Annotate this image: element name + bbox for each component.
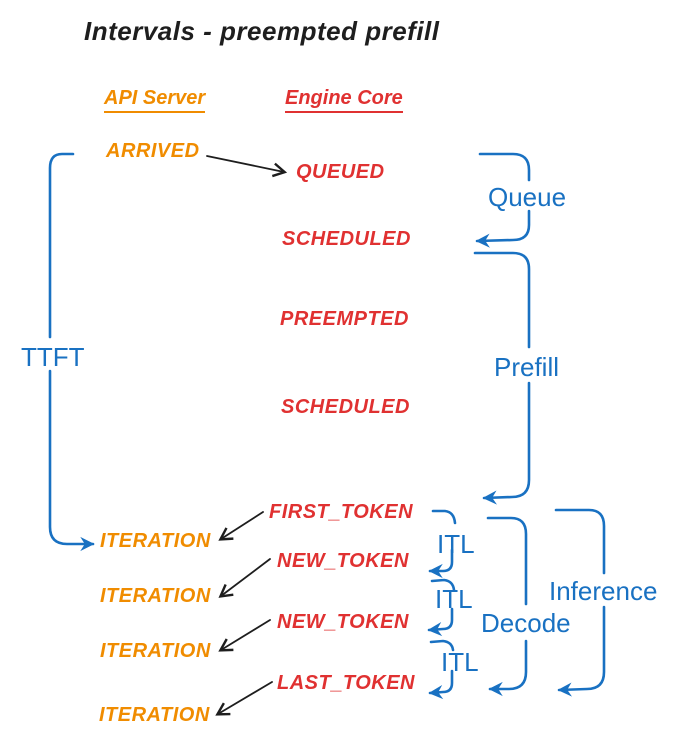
event-first-token: FIRST_TOKEN [269, 501, 414, 523]
queue-bracket-arrow [475, 209, 531, 248]
diagram-title: Intervals - preempted prefill [84, 16, 440, 46]
arrow-arrived-to-queued [206, 155, 288, 178]
arrow-new-token-2-to-iteration [218, 619, 271, 652]
event-new-token-1: NEW_TOKEN [277, 550, 409, 572]
interval-label-decode: Decode [481, 608, 571, 638]
itl-3-bracket-top [429, 639, 455, 652]
ttft-bracket-top [48, 152, 75, 339]
event-new-token-2: NEW_TOKEN [277, 611, 409, 633]
event-iteration-1: ITERATION [100, 530, 211, 552]
event-scheduled-2: SCHEDULED [281, 396, 410, 418]
column-header-engine-core: Engine Core [285, 87, 403, 113]
event-preempted: PREEMPTED [280, 308, 409, 330]
decode-bracket-arrow [488, 639, 528, 697]
decode-bracket-top [486, 516, 528, 606]
event-iteration-4: ITERATION [99, 704, 210, 726]
itl-1-bracket-arrow [428, 548, 454, 579]
column-header-api-server: API Server [104, 87, 206, 113]
itl-2-bracket-top [430, 578, 456, 592]
queue-bracket-top [478, 152, 531, 182]
itl-1-bracket-top [431, 509, 457, 525]
event-arrived: ARRIVED [106, 140, 200, 162]
arrow-first-token-to-iteration [218, 511, 264, 541]
interval-label-itl-3: ITL [441, 647, 479, 677]
itl-3-bracket-arrow [428, 669, 454, 700]
event-scheduled-1: SCHEDULED [282, 228, 411, 250]
interval-label-inference: Inference [549, 576, 658, 606]
event-iteration-2: ITERATION [100, 585, 211, 607]
arrow-last-token-to-iteration [215, 681, 273, 716]
inference-bracket-top [554, 508, 606, 575]
interval-label-queue: Queue [488, 182, 567, 212]
ttft-bracket-arrow [48, 369, 95, 552]
arrow-new-token-1-to-iteration [218, 558, 271, 598]
event-iteration-3: ITERATION [100, 640, 211, 662]
event-queued: QUEUED [296, 161, 385, 183]
interval-label-itl-1: ITL [437, 529, 475, 559]
event-last-token: LAST_TOKEN [277, 672, 415, 694]
interval-label-itl-2: ITL [435, 584, 473, 614]
itl-2-bracket-arrow [427, 607, 454, 637]
inference-bracket-arrow [557, 605, 606, 697]
interval-label-prefill: Prefill [494, 352, 560, 382]
prefill-bracket-top [473, 251, 531, 349]
prefill-bracket-arrow [482, 381, 531, 505]
interval-label-ttft: TTFT [21, 342, 85, 372]
